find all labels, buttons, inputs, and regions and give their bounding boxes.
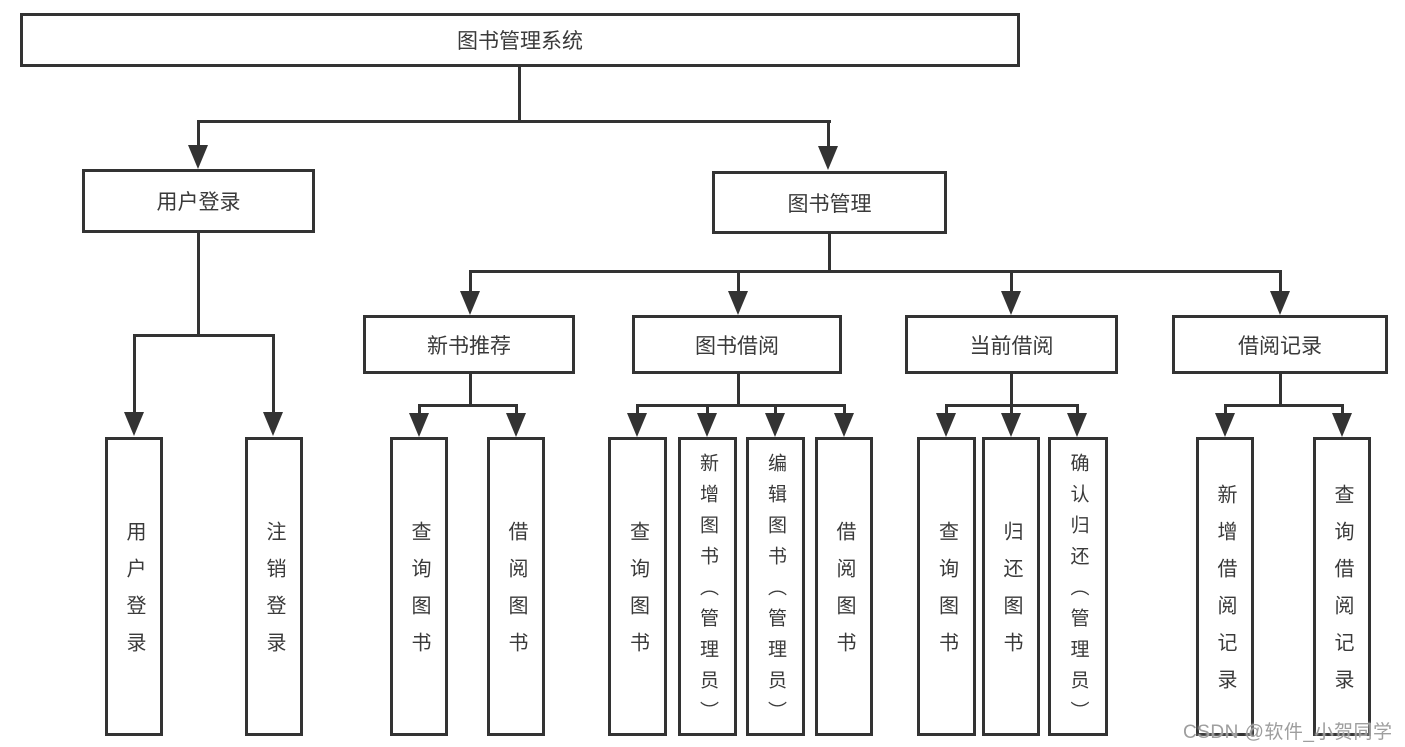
hline	[197, 120, 831, 123]
arrow-down-icon	[1332, 413, 1352, 437]
node-label: 图书管理系统	[457, 30, 583, 53]
node-label: 新书推荐	[427, 334, 511, 358]
leaf-edit-books-admin: 编辑图书（管理员）	[746, 437, 805, 736]
leaf-label: 编辑图书（管理员）	[765, 453, 786, 732]
arrow-down-icon	[460, 291, 480, 315]
node-borrow-records: 借阅记录	[1172, 315, 1388, 374]
vline	[1010, 372, 1013, 406]
drop-line	[1076, 404, 1079, 415]
drop-line	[706, 404, 709, 415]
leaf-borrow-books-recommend: 借阅图书	[487, 437, 545, 736]
arrow-down-icon	[124, 412, 144, 436]
leaf-label: 借阅图书	[833, 521, 855, 669]
drop-line	[827, 120, 830, 147]
drop-line	[1341, 404, 1344, 415]
leaf-label: 注销登录	[263, 521, 285, 669]
leaf-confirm-return-admin: 确认归还（管理员）	[1048, 437, 1108, 736]
node-label: 用户登录	[156, 191, 241, 214]
arrow-down-icon	[1067, 413, 1087, 437]
arrow-down-icon	[728, 291, 748, 315]
vline	[737, 372, 740, 406]
vline	[197, 231, 200, 336]
leaf-query-borrow-record: 查询借阅记录	[1313, 437, 1371, 736]
drop-line	[133, 334, 136, 414]
hline	[636, 404, 846, 407]
leaf-add-books-admin: 新增图书（管理员）	[678, 437, 737, 736]
node-book-borrow: 图书借阅	[632, 315, 842, 374]
node-root-system: 图书管理系统	[20, 13, 1020, 67]
drop-line	[272, 334, 275, 414]
arrow-down-icon	[409, 413, 429, 437]
leaf-label: 查询借阅记录	[1331, 484, 1353, 706]
arrow-down-icon	[1001, 291, 1021, 315]
drop-line	[515, 404, 518, 415]
node-new-book-recommend: 新书推荐	[363, 315, 575, 374]
arrow-down-icon	[263, 412, 283, 436]
arrow-down-icon	[1270, 291, 1290, 315]
node-user-login: 用户登录	[82, 169, 315, 233]
drop-line	[469, 270, 472, 292]
drop-line	[1224, 404, 1227, 415]
leaf-label: 查询图书	[408, 521, 430, 669]
drop-line	[1010, 404, 1013, 415]
hline	[133, 334, 275, 337]
arrow-down-icon	[1215, 413, 1235, 437]
arrow-down-icon	[627, 413, 647, 437]
leaf-borrow-books-borrow: 借阅图书	[815, 437, 873, 736]
leaf-label: 确认归还（管理员）	[1067, 453, 1089, 732]
leaf-query-books-borrow: 查询图书	[608, 437, 667, 736]
vline	[1279, 372, 1282, 406]
leaf-label: 归还图书	[1000, 521, 1022, 669]
arrow-down-icon	[818, 146, 838, 170]
node-label: 当前借阅	[969, 334, 1054, 358]
arrow-down-icon	[834, 413, 854, 437]
drop-line	[843, 404, 846, 415]
leaf-query-books-current: 查询图书	[917, 437, 976, 736]
vline	[518, 67, 521, 121]
drop-line	[1279, 270, 1282, 292]
node-label: 图书借阅	[695, 334, 779, 358]
hline	[1224, 404, 1344, 407]
arrow-down-icon	[188, 145, 208, 169]
leaf-label: 借阅图书	[505, 521, 527, 669]
leaf-label: 新增图书（管理员）	[697, 453, 718, 732]
leaf-label: 查询图书	[935, 521, 958, 669]
hline	[469, 270, 1281, 273]
drop-line	[774, 404, 777, 415]
vline	[828, 232, 831, 272]
drop-line	[197, 120, 200, 146]
leaf-label: 新增借阅记录	[1214, 484, 1236, 706]
drop-line	[636, 404, 639, 415]
vline	[469, 372, 472, 406]
arrow-down-icon	[1001, 413, 1021, 437]
leaf-logout: 注销登录	[245, 437, 303, 736]
hline	[418, 404, 518, 407]
arrow-down-icon	[506, 413, 526, 437]
leaf-user-login: 用户登录	[105, 437, 163, 736]
arrow-down-icon	[936, 413, 956, 437]
node-current-borrow: 当前借阅	[905, 315, 1118, 374]
drop-line	[737, 270, 740, 292]
arrow-down-icon	[697, 413, 717, 437]
drop-line	[945, 404, 948, 415]
node-book-management: 图书管理	[712, 171, 947, 234]
leaf-add-borrow-record: 新增借阅记录	[1196, 437, 1254, 736]
node-label: 借阅记录	[1238, 334, 1322, 358]
drop-line	[418, 404, 421, 415]
csdn-watermark: CSDN @软件_小贺同学	[1183, 722, 1393, 743]
leaf-label: 用户登录	[123, 521, 145, 669]
node-label: 图书管理	[787, 192, 872, 216]
drop-line	[1010, 270, 1013, 292]
leaf-return-books: 归还图书	[982, 437, 1040, 736]
leaf-label: 查询图书	[626, 521, 649, 669]
leaf-query-books-recommend: 查询图书	[390, 437, 448, 736]
arrow-down-icon	[765, 413, 785, 437]
